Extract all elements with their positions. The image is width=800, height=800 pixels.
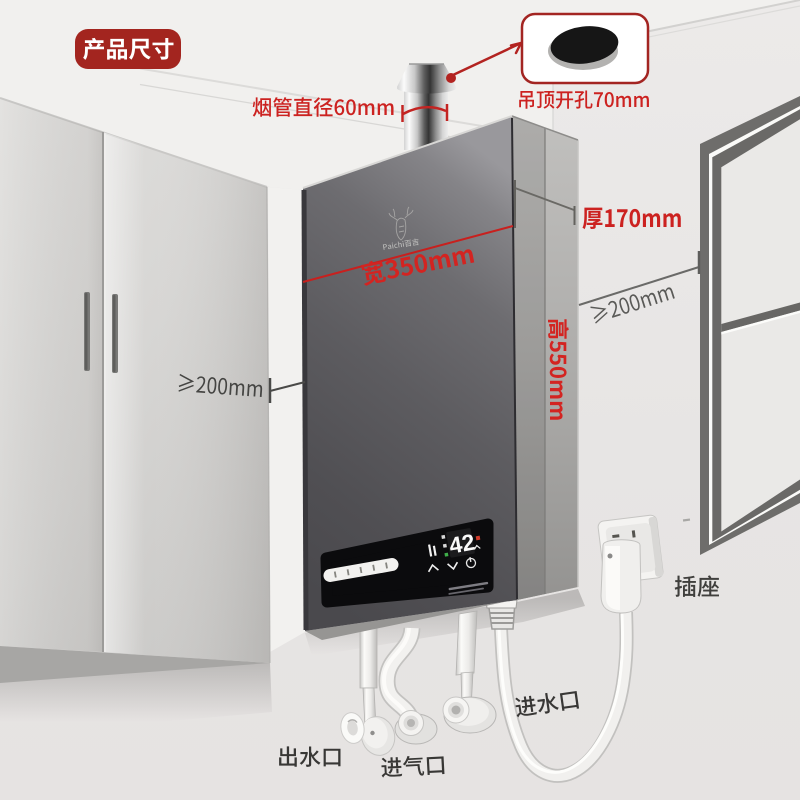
svg-text:42: 42 [447,529,477,559]
